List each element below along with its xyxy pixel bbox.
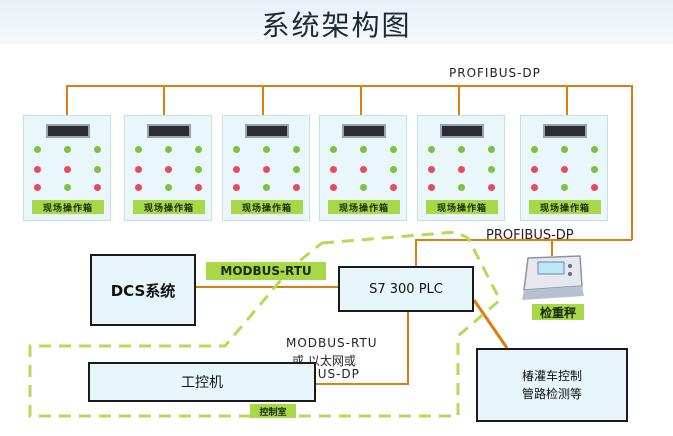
cabinet-label: 现场操作箱 xyxy=(426,200,498,214)
indicator-light xyxy=(458,166,465,173)
indicator-light xyxy=(330,166,337,173)
indicator-light xyxy=(233,184,240,191)
checkweigher-icon xyxy=(522,255,584,300)
indicator-light xyxy=(195,166,202,173)
modbus-rtu-tag: MODBUS-RTU xyxy=(206,262,326,280)
indicator-light xyxy=(360,166,367,173)
indicator-light xyxy=(195,146,202,153)
indicator-light xyxy=(165,146,172,153)
indicator-light xyxy=(390,166,397,173)
indicator-light xyxy=(531,166,538,173)
indicator-light xyxy=(34,146,41,153)
indicator-light xyxy=(390,146,397,153)
pipeline-line1: 椿灌车控制 xyxy=(521,369,582,383)
checkweigher-label: 检重秤 xyxy=(532,304,584,320)
indicator-light xyxy=(591,166,598,173)
indicator-light xyxy=(135,146,142,153)
control-room-boundary xyxy=(28,230,502,418)
indicator-light xyxy=(428,184,435,191)
indicator-light xyxy=(64,184,71,191)
indicator-light xyxy=(293,166,300,173)
profibus-mid-bus xyxy=(415,239,632,266)
indicator-light xyxy=(428,146,435,153)
indicator-light xyxy=(233,166,240,173)
cabinet-display xyxy=(245,124,289,138)
indicator-light xyxy=(561,184,568,191)
indicator-light xyxy=(360,146,367,153)
cabinet-label: 现场操作箱 xyxy=(133,200,205,214)
indicator-light xyxy=(64,166,71,173)
dcs-system-box: DCS系统 xyxy=(90,254,196,326)
cabinet-display xyxy=(342,124,386,138)
profibus-top-label: PROFIBUS-DP xyxy=(449,66,541,80)
indicator-light xyxy=(458,184,465,191)
indicator-light xyxy=(195,184,202,191)
field-cabinet-2: 现场操作箱 xyxy=(124,115,212,221)
indicator-light xyxy=(64,146,71,153)
indicator-light xyxy=(488,184,495,191)
cabinet-label: 现场操作箱 xyxy=(32,200,104,214)
indicator-light xyxy=(488,166,495,173)
plc-box: S7 300 PLC xyxy=(338,266,474,312)
pipeline-control-box: 椿灌车控制 管路检测等 xyxy=(476,348,628,422)
indicator-light xyxy=(94,166,101,173)
control-room-tag: 控制室 xyxy=(250,404,296,418)
indicator-light xyxy=(390,184,397,191)
indicator-light xyxy=(34,166,41,173)
indicator-light xyxy=(94,146,101,153)
pipeline-line2: 管路检测等 xyxy=(521,387,582,401)
industrial-pc-label: 工控机 xyxy=(181,375,223,391)
cabinet-display xyxy=(46,124,90,138)
diagram-title: 系统架构图 xyxy=(261,9,412,42)
indicator-light xyxy=(360,184,367,191)
indicator-light xyxy=(233,146,240,153)
indicator-light xyxy=(263,184,270,191)
indicator-light xyxy=(34,184,41,191)
indicator-light xyxy=(561,146,568,153)
indicator-light xyxy=(263,166,270,173)
link-note-line1: MODBUS-RTU xyxy=(286,336,378,350)
plc-label: S7 300 PLC xyxy=(369,281,443,297)
indicator-light xyxy=(428,166,435,173)
indicator-light xyxy=(561,166,568,173)
indicator-light xyxy=(165,166,172,173)
title-band xyxy=(0,0,673,44)
indicator-light xyxy=(531,146,538,153)
indicator-light xyxy=(293,184,300,191)
profibus-mid-label: PROFIBUS-DP xyxy=(486,228,574,243)
indicator-light xyxy=(135,166,142,173)
indicator-light xyxy=(488,146,495,153)
dcs-system-label: DCS系统 xyxy=(110,281,176,300)
field-cabinet-6: 现场操作箱 xyxy=(520,115,608,221)
field-cabinet-4: 现场操作箱 xyxy=(319,115,407,221)
indicator-light xyxy=(330,184,337,191)
plc-pipeline-link xyxy=(472,299,509,349)
plc-ipc-link xyxy=(316,312,409,385)
cabinet-label: 现场操作箱 xyxy=(231,200,303,214)
cabinet-display xyxy=(147,124,191,138)
indicator-light xyxy=(135,184,142,191)
indicator-light xyxy=(591,184,598,191)
indicator-light xyxy=(293,146,300,153)
cabinet-label: 现场操作箱 xyxy=(529,200,601,214)
indicator-light xyxy=(263,146,270,153)
indicator-light xyxy=(591,146,598,153)
indicator-light xyxy=(165,184,172,191)
indicator-light xyxy=(458,146,465,153)
cabinet-label: 现场操作箱 xyxy=(328,200,400,214)
field-cabinet-1: 现场操作箱 xyxy=(23,115,111,221)
cabinet-display xyxy=(543,124,587,138)
field-cabinet-3: 现场操作箱 xyxy=(222,115,310,221)
field-cabinet-5: 现场操作箱 xyxy=(417,115,505,221)
indicator-light xyxy=(531,184,538,191)
cabinet-display xyxy=(440,124,484,138)
indicator-light xyxy=(94,184,101,191)
industrial-pc-box: 工控机 xyxy=(88,362,316,402)
profibus-top-bus xyxy=(66,85,633,240)
indicator-light xyxy=(330,146,337,153)
